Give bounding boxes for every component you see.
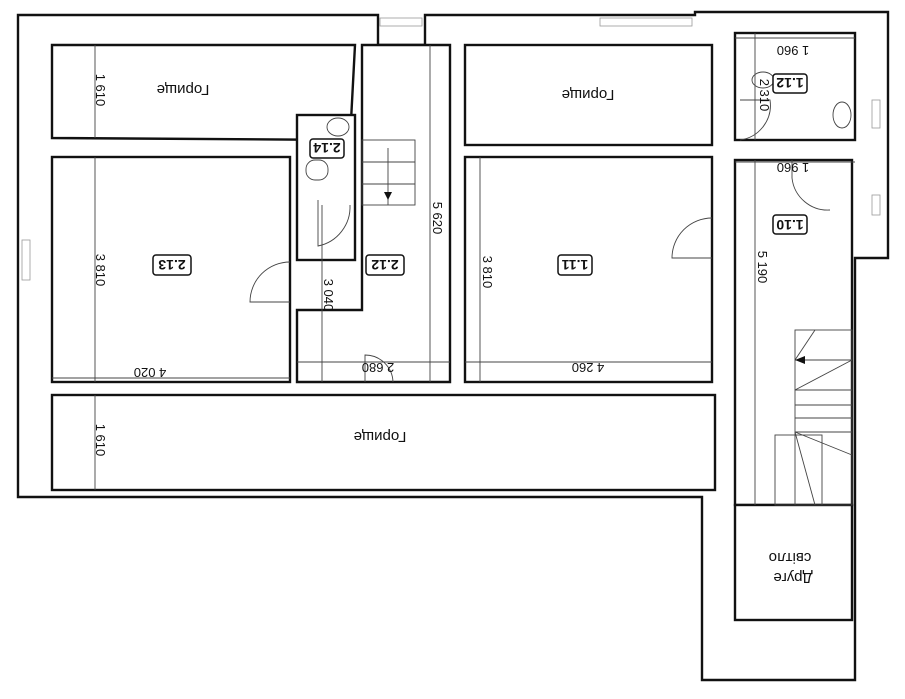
stairs-1-10: [774, 329, 853, 506]
room-tag-2-13: 2.13: [152, 254, 192, 276]
attic-depth-bottom: 1 610: [93, 424, 108, 457]
dim-2-12-total: 5 620: [430, 202, 445, 235]
svg-text:2.14: 2.14: [313, 140, 340, 156]
svg-text:2.13: 2.13: [158, 257, 185, 273]
windows: [21, 17, 881, 281]
dim-1-12-length: 2 310: [757, 79, 772, 112]
svg-text:1.10: 1.10: [776, 217, 803, 233]
svg-text:2.12: 2.12: [371, 257, 398, 273]
dim-1-12-width: 1 960: [777, 43, 810, 58]
attic-top-middle: [463, 43, 714, 147]
dim-2-13-width: 4 020: [134, 365, 167, 380]
room-tag-1-10: 1.10: [772, 214, 808, 235]
dim-2-12-length: 3 040: [321, 279, 336, 312]
svg-text:1.11: 1.11: [562, 257, 589, 273]
room-tag-2-12: 2.12: [365, 254, 405, 276]
attic-label-top-left: Горище: [157, 81, 210, 98]
dim-1-11-length: 3 810: [480, 256, 495, 289]
stairs-2-12: [361, 139, 416, 206]
room-tag-1-11: 1.11: [557, 254, 593, 276]
attic-depth-top: 1 610: [93, 74, 108, 107]
dim-1-11-width: 4 260: [572, 360, 605, 375]
attic-bottom: [50, 393, 717, 492]
room-1-10: [733, 158, 854, 507]
attic-label-top-middle: Горище: [562, 86, 615, 103]
doors: [249, 160, 831, 383]
dim-2-12-width: 2 680: [362, 360, 395, 375]
room-tag-2-14: 2.14: [309, 138, 345, 159]
room-2-14: [295, 113, 357, 262]
room-2-12: [295, 43, 452, 384]
dimension-lines: [52, 33, 855, 505]
dim-1-10-length: 5 190: [755, 251, 770, 284]
double-height-label-line2: світло: [769, 549, 812, 566]
dim-1-10-width: 1 960: [777, 160, 810, 175]
attic-label-bottom: Горище: [354, 428, 407, 445]
double-height-area: [733, 503, 854, 622]
dim-2-13-length: 3 810: [93, 254, 108, 287]
double-height-label-line1: Друге: [773, 569, 812, 586]
svg-text:1.12: 1.12: [776, 75, 803, 91]
room-tag-1-12: 1.12: [772, 73, 808, 94]
